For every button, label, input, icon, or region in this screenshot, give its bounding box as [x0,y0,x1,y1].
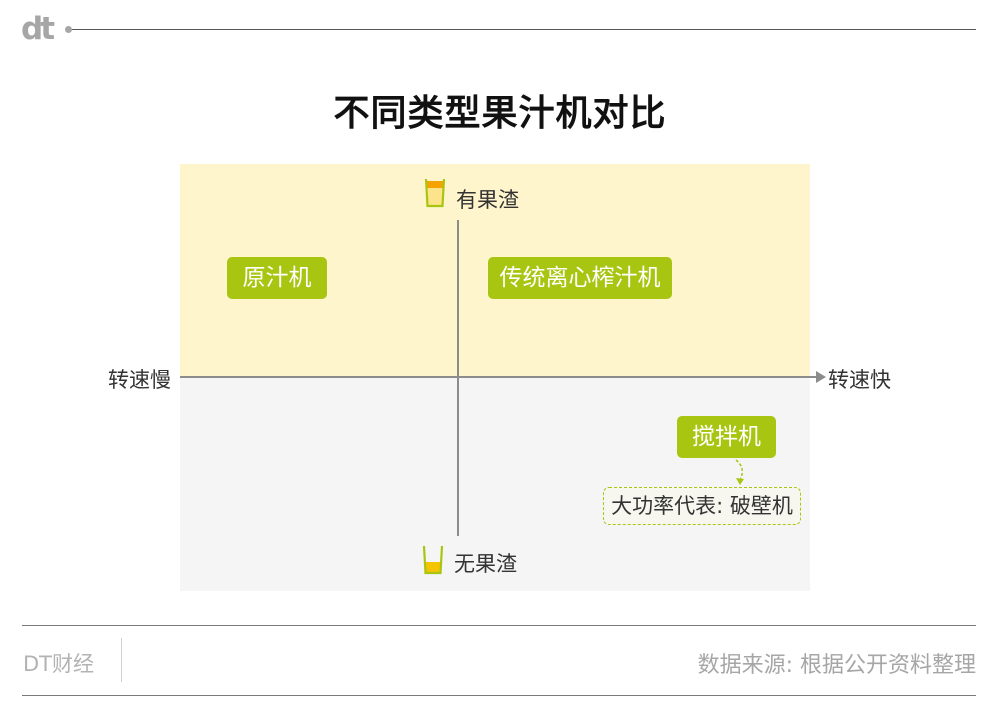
footer-divider-bottom [22,695,976,696]
cup-without-pulp-icon [422,545,444,575]
arrow-right-icon [816,371,826,383]
axis-label-slow-speed: 转速慢 [108,368,171,392]
footer-divider-top [22,625,976,626]
footer-brand: DT财经 [23,652,94,676]
dt-logo: dt [21,11,55,47]
quadrant-no-pulp-area [180,376,810,591]
tag-slow-juicer: 原汁机 [227,257,327,299]
axis-label-fast-speed: 转速快 [828,368,891,392]
axis-label-no-pulp: 无果渣 [454,552,517,576]
logo-dot [65,26,72,33]
pulp-axis-line [457,220,459,536]
speed-axis-line [180,376,820,378]
callout-high-power-blender: 大功率代表: 破壁机 [603,487,801,525]
axis-label-with-pulp: 有果渣 [456,188,519,212]
cup-with-pulp-icon [424,178,446,208]
chart-title: 不同类型果汁机对比 [333,93,667,134]
footer-source: 数据来源: 根据公开资料整理 [697,653,976,678]
tag-centrifugal-juicer: 传统离心榨汁机 [488,257,672,299]
callout-connector-icon [735,459,744,485]
tag-blender: 搅拌机 [677,416,776,458]
footer-separator [121,638,122,682]
header-divider [72,29,976,30]
